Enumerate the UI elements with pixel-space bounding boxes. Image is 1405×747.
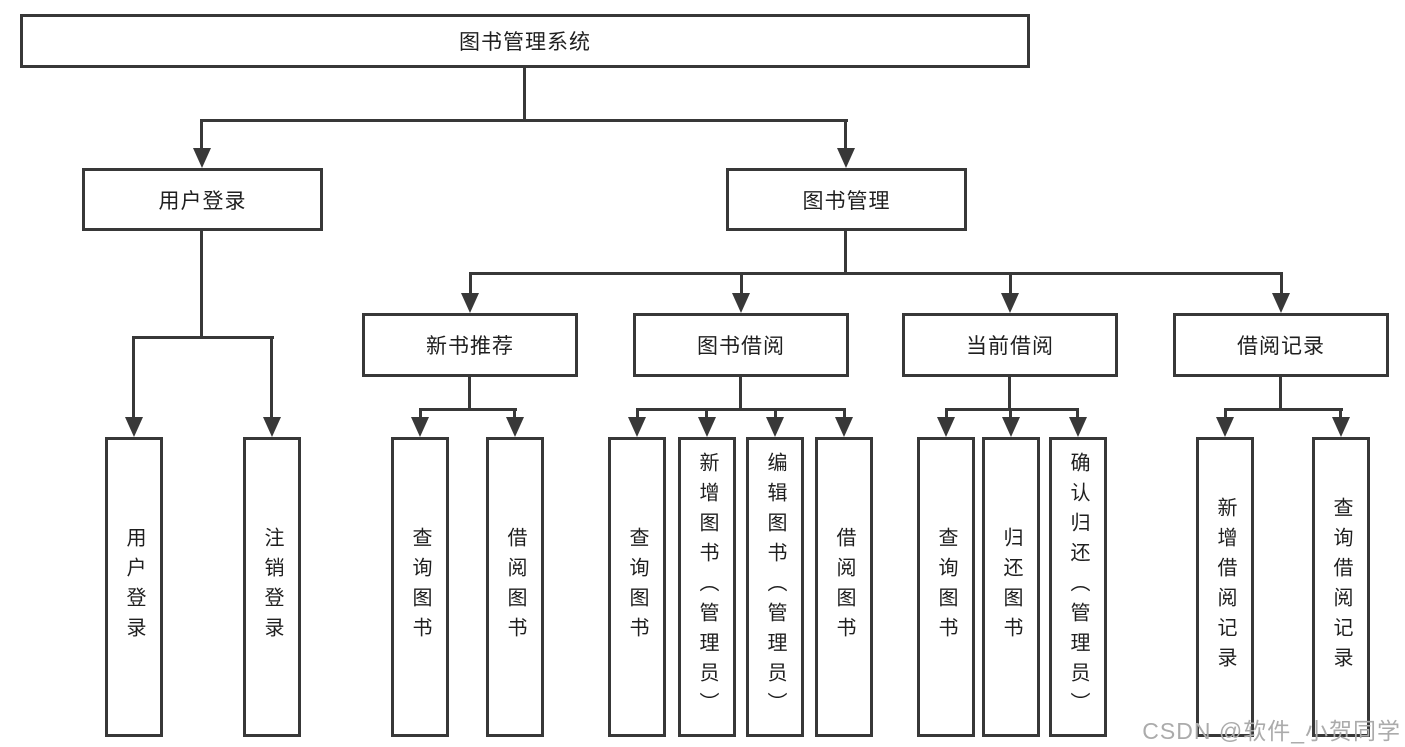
arrowhead-book-mgmt	[837, 148, 855, 168]
connector-user-login-stub	[200, 231, 203, 336]
connector-new-books-stub	[468, 377, 471, 408]
arrowhead-bb-add	[698, 417, 716, 437]
leaf-nb-borrow-books: 借阅图书	[486, 437, 544, 737]
connector-drop-new-books	[469, 275, 472, 293]
leaf-cb-return-book: 归还图书	[982, 437, 1040, 737]
arrowhead-br-add	[1216, 417, 1234, 437]
connector-drop-leaf-logout	[270, 339, 273, 417]
connector-book-borrow-rail	[636, 408, 846, 411]
connector-current-borrow-rail	[945, 408, 1079, 411]
leaf-bb-add-book-admin-label: 新增图书（管理员）	[696, 452, 718, 722]
leaf-cb-query-books-label: 查询图书	[935, 527, 957, 647]
node-book-management-label: 图书管理	[802, 189, 891, 213]
connector-drop-nb-query	[419, 411, 422, 417]
connector-drop-book-mgmt	[844, 122, 847, 148]
connector-drop-borrow-records	[1280, 275, 1283, 293]
node-book-borrow-label: 图书借阅	[697, 335, 785, 358]
leaf-br-query-record: 查询借阅记录	[1312, 437, 1370, 737]
connector-drop-leaf-login	[132, 339, 135, 417]
arrowhead-bb-edit	[766, 417, 784, 437]
leaf-user-login-label: 用户登录	[123, 527, 145, 647]
node-borrow-records-label: 借阅记录	[1237, 335, 1325, 358]
arrowhead-current-borrow	[1001, 293, 1019, 313]
connector-book-borrow-stub	[739, 377, 742, 408]
leaf-br-add-record-label: 新增借阅记录	[1214, 497, 1236, 677]
node-book-management: 图书管理	[726, 168, 967, 231]
leaf-nb-query-books-label: 查询图书	[409, 527, 431, 647]
leaf-bb-borrow-books: 借阅图书	[815, 437, 873, 737]
arrowhead-nb-borrow	[506, 417, 524, 437]
arrowhead-bb-query	[628, 417, 646, 437]
node-current-borrow: 当前借阅	[902, 313, 1118, 377]
node-root-system: 图书管理系统	[20, 14, 1030, 68]
node-root-label: 图书管理系统	[459, 31, 591, 54]
leaf-cb-confirm-return-admin: 确认归还（管理员）	[1049, 437, 1107, 737]
connector-root-stub	[523, 68, 526, 119]
leaf-bb-edit-book-admin: 编辑图书（管理员）	[746, 437, 804, 737]
connector-drop-book-borrow	[740, 275, 743, 293]
connector-drop-cb-query	[945, 411, 948, 417]
csdn-watermark: CSDN @软件_小贺同学	[1142, 718, 1401, 744]
connector-borrow-records-rail	[1224, 408, 1343, 411]
leaf-bb-edit-book-admin-label: 编辑图书（管理员）	[764, 452, 786, 722]
leaf-user-login: 用户登录	[105, 437, 163, 737]
arrowhead-cb-return	[1002, 417, 1020, 437]
leaf-nb-query-books: 查询图书	[391, 437, 449, 737]
leaf-cb-query-books: 查询图书	[917, 437, 975, 737]
node-book-borrow: 图书借阅	[633, 313, 849, 377]
leaf-logout: 注销登录	[243, 437, 301, 737]
connector-new-books-rail	[419, 408, 517, 411]
leaf-br-query-record-label: 查询借阅记录	[1330, 497, 1352, 677]
arrowhead-bb-borrow	[835, 417, 853, 437]
arrowhead-nb-query	[411, 417, 429, 437]
arrowhead-borrow-records	[1272, 293, 1290, 313]
node-user-login: 用户登录	[82, 168, 323, 231]
node-new-book-recommend-label: 新书推荐	[426, 335, 514, 358]
leaf-bb-query-books: 查询图书	[608, 437, 666, 737]
arrowhead-new-books	[461, 293, 479, 313]
node-borrow-records: 借阅记录	[1173, 313, 1389, 377]
connector-drop-cb-confirm	[1076, 411, 1079, 417]
arrowhead-leaf-logout	[263, 417, 281, 437]
leaf-cb-confirm-return-admin-label: 确认归还（管理员）	[1067, 452, 1089, 722]
connector-drop-user-login	[200, 122, 203, 148]
connector-drop-bb-borrow	[843, 411, 846, 417]
connector-drop-br-add	[1224, 411, 1227, 417]
arrowhead-book-borrow	[732, 293, 750, 313]
node-user-login-label: 用户登录	[158, 189, 247, 213]
leaf-bb-query-books-label: 查询图书	[626, 527, 648, 647]
arrowhead-br-query	[1332, 417, 1350, 437]
leaf-bb-borrow-books-label: 借阅图书	[833, 527, 855, 647]
leaf-br-add-record: 新增借阅记录	[1196, 437, 1254, 737]
connector-borrow-records-stub	[1279, 377, 1282, 408]
connector-drop-bb-edit	[774, 411, 777, 417]
node-new-book-recommend: 新书推荐	[362, 313, 578, 377]
leaf-cb-return-book-label: 归还图书	[1000, 527, 1022, 647]
connector-drop-br-query	[1339, 411, 1342, 417]
node-current-borrow-label: 当前借阅	[966, 335, 1054, 358]
arrowhead-leaf-login	[125, 417, 143, 437]
connector-user-login-rail	[132, 336, 274, 339]
connector-level3-rail	[469, 272, 1283, 275]
connector-drop-current-borrow	[1009, 275, 1012, 293]
leaf-bb-add-book-admin: 新增图书（管理员）	[678, 437, 736, 737]
leaf-nb-borrow-books-label: 借阅图书	[504, 527, 526, 647]
connector-drop-nb-borrow	[513, 411, 516, 417]
arrowhead-cb-confirm	[1069, 417, 1087, 437]
connector-level2-rail	[200, 119, 848, 122]
connector-drop-bb-add	[705, 411, 708, 417]
leaf-logout-label: 注销登录	[261, 527, 283, 647]
connector-drop-cb-return	[1009, 411, 1012, 417]
connector-drop-bb-query	[636, 411, 639, 417]
connector-current-borrow-stub	[1008, 377, 1011, 408]
connector-book-mgmt-stub	[844, 231, 847, 272]
arrowhead-user-login	[193, 148, 211, 168]
arrowhead-cb-query	[937, 417, 955, 437]
